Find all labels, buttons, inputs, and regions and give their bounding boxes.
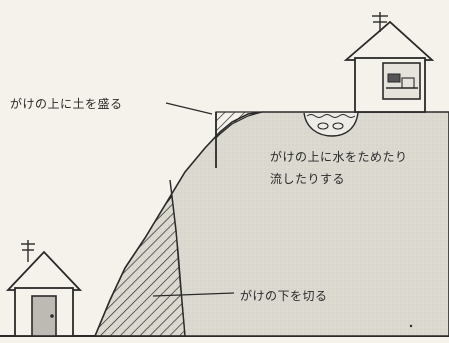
house-lower — [5, 240, 83, 337]
fish-mark-left — [317, 122, 329, 130]
water-pond — [303, 112, 359, 137]
label-cut-bottom: がけの下を切る — [240, 289, 328, 303]
house-upper — [343, 12, 435, 113]
label-pile-soil: がけの上に土を盛る — [10, 97, 123, 111]
leader-cut — [152, 292, 235, 297]
label-water: がけの上に水をためたり 流したりする — [270, 146, 445, 190]
fish-mark-right — [332, 122, 344, 130]
label-water-line2: 流したりする — [270, 172, 346, 186]
water-wave — [306, 114, 356, 118]
speck — [409, 324, 413, 328]
leader-top — [165, 102, 213, 115]
label-water-line1: がけの上に水をためたり — [270, 150, 408, 164]
cut-cliff-area — [94, 194, 186, 337]
cut-line — [169, 179, 186, 337]
